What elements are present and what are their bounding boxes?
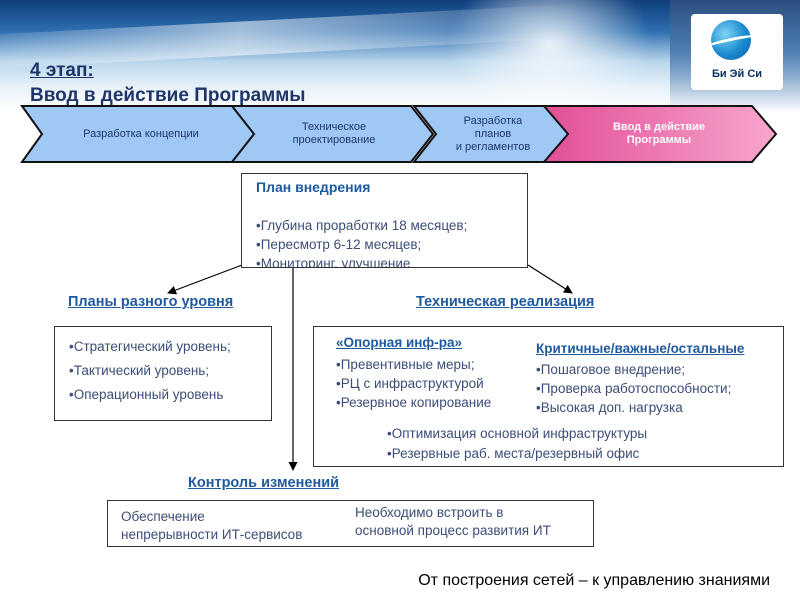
arrow-to-tech [527, 264, 573, 294]
infra-list: •Превентивные меры; •РЦ с инфраструктуро… [336, 355, 491, 412]
infra-item: •Превентивные меры; [336, 357, 475, 372]
process-step-1-label: Разработка концепции [83, 127, 199, 140]
level-item: •Тактический уровень; [69, 363, 210, 378]
plan-item: •Пересмотр 6-12 месяцев; [256, 237, 422, 252]
plan-item: •Глубина проработки 18 месяцев; [256, 218, 468, 233]
process-step-2-shape [230, 105, 435, 163]
stage-title: 4 этап: [30, 60, 94, 81]
header-band: Би Эй Си 4 этап: Ввод в действие Програм… [0, 0, 800, 112]
process-step-3-label: Разработка планов и регламентов [455, 114, 531, 153]
tech-bottom-item: •Резервные раб. места/резервный офис [387, 446, 640, 461]
crit-item: •Пошаговое внедрение; [536, 362, 686, 377]
tech-box: «Опорная инф-ра» •Превентивные меры; •РЦ… [313, 326, 784, 467]
level-item: •Операционный уровень [69, 387, 224, 402]
process-chevrons: Разработка концепции Техническое проекти… [0, 104, 800, 166]
change-control-box: Обеспечение непрерывности ИТ-сервисов Не… [107, 500, 594, 547]
levels-title: Планы разного уровня [68, 294, 234, 310]
arrow-to-levels [167, 264, 243, 295]
plan-box: План внедрения •Глубина проработки 18 ме… [241, 173, 528, 268]
change-control-title: Контроль изменений [188, 475, 340, 491]
levels-box: •Стратегический уровень; •Тактический ур… [54, 326, 272, 421]
infra-item: •РЦ с инфраструктурой [336, 376, 484, 391]
tech-bottom-item: •Оптимизация основной инфраструктуры [387, 426, 648, 441]
logo-globe-icon [704, 20, 758, 60]
process-step-4-shape [542, 105, 778, 163]
plan-item: •Мониторинг, улучшение [256, 256, 411, 268]
tech-title: Техническая реализация [416, 294, 595, 310]
process-step-2-label: Техническое проектирование [292, 121, 376, 146]
infra-title: «Опорная инф-ра» [336, 335, 462, 350]
process-step-4-label: Ввод в действие Программы [612, 121, 705, 146]
crit-item: •Проверка работоспособности; [536, 381, 732, 396]
crit-item: •Высокая доп. нагрузка [536, 400, 683, 415]
company-logo: Би Эй Си [691, 14, 783, 90]
tech-bottom-list: •Оптимизация основной инфраструктуры •Ре… [387, 424, 647, 464]
change-control-right-text: Необходимо встроить в основной процесс р… [355, 505, 551, 538]
header-glow [440, 0, 660, 112]
crit-title: Критичные/важные/остальные [536, 341, 745, 356]
change-control-left-text: Обеспечение непрерывности ИТ-сервисов [121, 509, 303, 542]
crit-list: •Пошаговое внедрение; •Проверка работосп… [536, 360, 731, 417]
footer-slogan: От построения сетей – к управлению знани… [418, 572, 770, 589]
logo-text: Би Эй Си [711, 68, 763, 80]
stage-subtitle: Ввод в действие Программы [30, 85, 306, 106]
plan-box-title: План внедрения [256, 179, 371, 195]
level-item: •Стратегический уровень; [69, 339, 231, 354]
infra-item: •Резервное копирование [336, 395, 492, 410]
